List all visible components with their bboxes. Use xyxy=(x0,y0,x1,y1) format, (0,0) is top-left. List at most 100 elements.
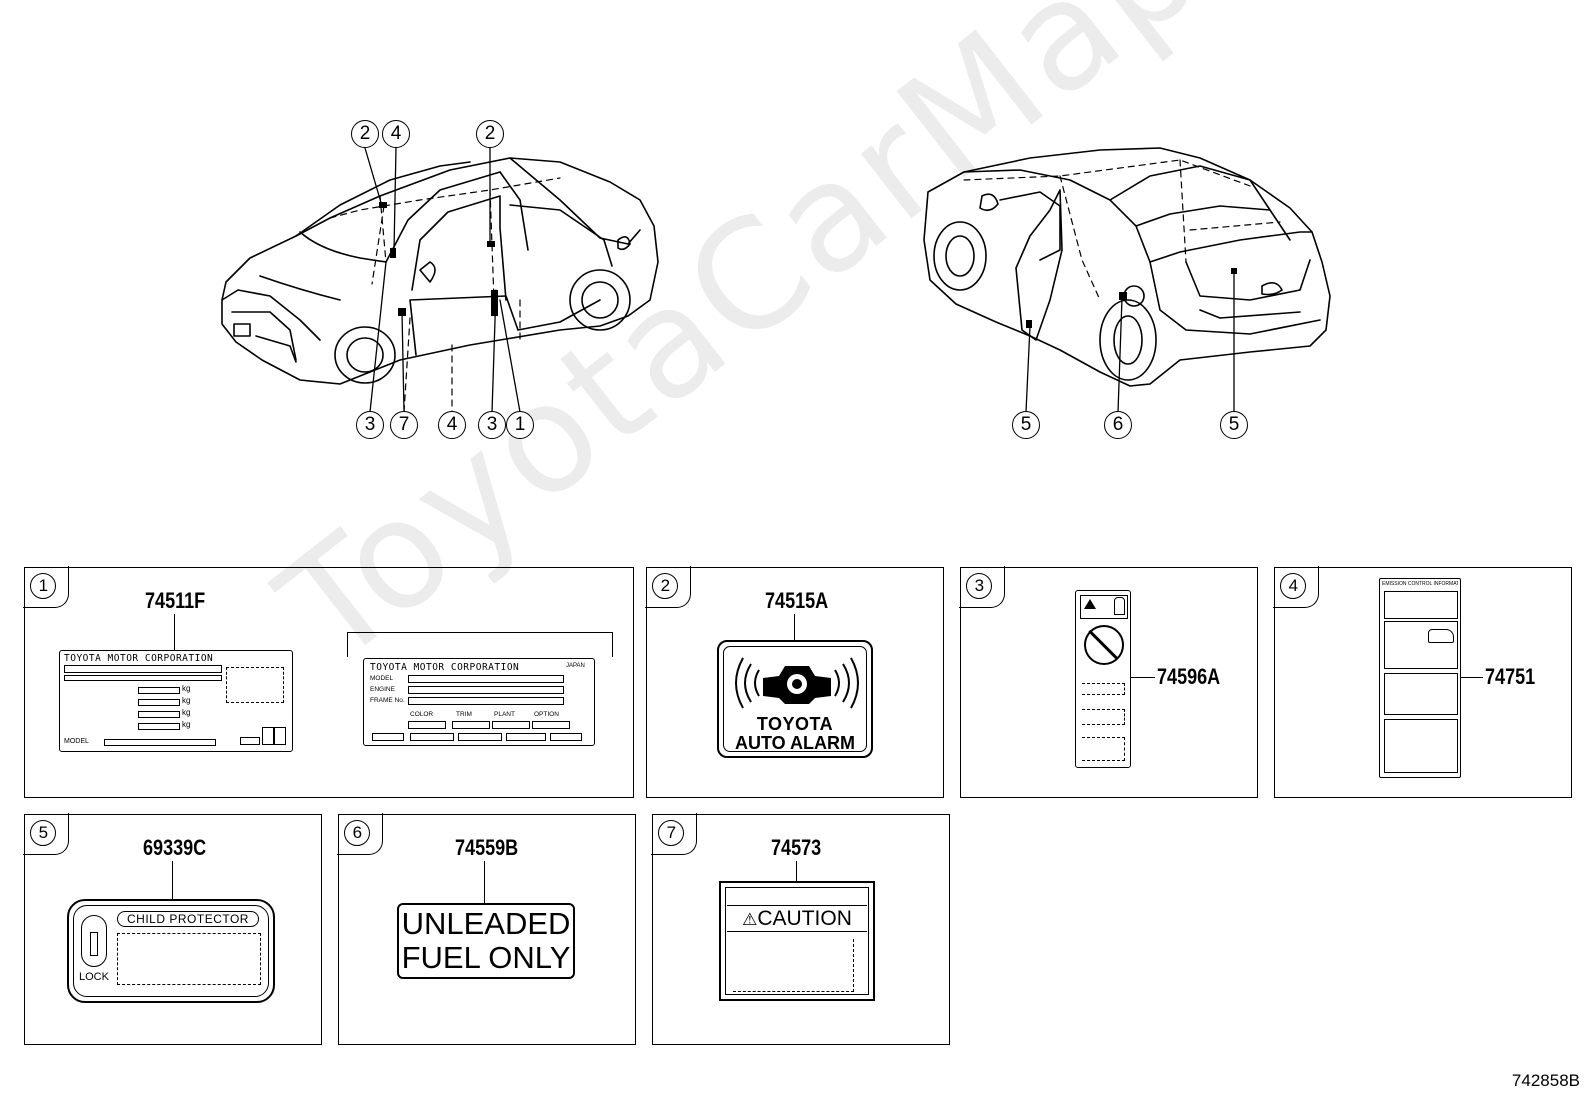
callout-2-front-b: 2 xyxy=(476,120,504,148)
plate-right-row-model: MODEL xyxy=(370,675,394,682)
plate-right-bottom-5 xyxy=(550,733,582,741)
panel-6-tab: 6 xyxy=(337,813,384,856)
plate-right-bottom-4 xyxy=(506,733,546,741)
fuel-line-1: UNLEADED xyxy=(401,906,571,941)
panel-5-tab: 5 xyxy=(23,813,70,856)
emission-block-1 xyxy=(1384,591,1458,619)
auto-alarm-inner-border xyxy=(723,646,867,752)
airbag-warning-label xyxy=(1075,590,1131,768)
plate-right-col-trim: TRIM xyxy=(456,711,472,718)
manufacturer-plate-right: TOYOTA MOTOR CORPORATION JAPAN MODEL ENG… xyxy=(363,658,595,746)
caution-top-bar xyxy=(727,889,867,906)
plate-left-unit-3: kg xyxy=(182,708,191,717)
plate-right-code-2 xyxy=(452,721,490,729)
airbag-top-box xyxy=(1080,595,1128,619)
callout-4-front-b: 4 xyxy=(438,411,466,439)
callout-1-front: 1 xyxy=(506,411,534,439)
child-protector-label: LOCK CHILD PROTECTOR xyxy=(67,899,275,1003)
child-lock-slot xyxy=(81,915,107,967)
panel-2-leader xyxy=(794,614,796,640)
caution-word: CAUTION xyxy=(757,907,852,930)
callout-5-rear-b: 5 xyxy=(1220,411,1248,439)
plate-right-code-4 xyxy=(532,721,570,729)
plate-left-unit-1: kg xyxy=(182,684,191,693)
panel-5-number: 5 xyxy=(30,820,57,847)
plate-right-field-frame xyxy=(408,697,564,705)
panel-3-leader xyxy=(1131,677,1155,679)
plate-left-unit-4: kg xyxy=(182,720,191,729)
child-protector-inner xyxy=(73,905,269,997)
callout-7-front: 7 xyxy=(390,411,418,439)
panel-3-tab: 3 xyxy=(959,566,1006,609)
plate-right-bracket xyxy=(347,632,613,657)
plate-right-bottom-3 xyxy=(458,733,502,741)
emission-title: EMISSION CONTROL INFORMATION xyxy=(1382,581,1458,587)
callout-3-front-a: 3 xyxy=(356,411,384,439)
child-lock-switch-icon xyxy=(90,932,98,956)
child-protector-title: CHILD PROTECTOR xyxy=(117,911,259,927)
plate-right-code-1 xyxy=(408,721,446,729)
airbag-warning-icon xyxy=(1084,599,1096,609)
panel-5-leader xyxy=(172,861,174,899)
car-illustrations xyxy=(221,147,1331,413)
caution-text-area xyxy=(733,939,854,992)
manufacturer-plate-left: TOYOTA MOTOR CORPORATION kg kg kg kg MOD… xyxy=(59,650,293,752)
panel-5-part-number: 69339C xyxy=(143,835,207,860)
plate-right-field-engine xyxy=(408,686,564,694)
plate-right-col-option: OPTION xyxy=(534,711,559,718)
panel-6-number: 6 xyxy=(344,820,371,847)
plate-left-title: TOYOTA MOTOR CORPORATION xyxy=(64,653,214,664)
panel-7-part-number: 74573 xyxy=(771,835,822,860)
panel-1-tab: 1 xyxy=(23,566,70,609)
child-lock-text: LOCK xyxy=(79,971,109,983)
front-car-drawing xyxy=(221,157,659,385)
panel-6-part-number: 74559B xyxy=(455,835,519,860)
plate-left-notch xyxy=(226,667,284,703)
plate-right-code-3 xyxy=(492,721,530,729)
panel-2-alarm-label: 2 74515A TOYOTA AUTO ALARM xyxy=(645,566,944,798)
panel-1-part-number: 74511F xyxy=(145,588,206,613)
plate-left-model-label: MODEL xyxy=(64,738,89,745)
callout-4-front-a: 4 xyxy=(382,120,410,148)
emission-info-label: EMISSION CONTROL INFORMATION xyxy=(1379,578,1461,778)
panel-1-vin-plate: 1 74511F TOYOTA MOTOR CORPORATION kg kg … xyxy=(23,566,634,798)
alarm-line-2: AUTO ALARM xyxy=(735,733,855,753)
airbag-text-bar-3 xyxy=(1082,737,1125,761)
plate-right-col-plant: PLANT xyxy=(494,711,515,718)
panel-4-tab: 4 xyxy=(1273,566,1320,609)
plate-left-bar-2 xyxy=(64,675,222,681)
alarm-siren-icon xyxy=(735,657,859,709)
plate-right-row-engine: ENGINE xyxy=(370,686,395,693)
panel-7-tab: 7 xyxy=(651,813,698,856)
plate-right-country: JAPAN xyxy=(566,663,585,669)
panel-7-leader xyxy=(796,861,798,881)
panel-3-airbag-label: 3 74596A xyxy=(959,566,1258,798)
callout-3-front-b: 3 xyxy=(478,411,506,439)
airbag-text-bar-2 xyxy=(1082,709,1125,725)
emission-block-4 xyxy=(1384,719,1458,773)
panel-2-part-number: 74515A xyxy=(765,588,829,613)
panel-4-leader xyxy=(1461,677,1483,679)
plate-right-row-frame: FRAME No. xyxy=(370,697,405,704)
panel-3-part-number: 74596A xyxy=(1157,664,1221,689)
airbag-text-bar-1 xyxy=(1082,683,1125,695)
callout-5-rear-a: 5 xyxy=(1012,411,1040,439)
callout-2-front-a: 2 xyxy=(351,120,379,148)
emission-block-2 xyxy=(1384,621,1458,669)
no-sign-slash xyxy=(1088,629,1119,661)
no-child-seat-icon xyxy=(1084,625,1124,665)
unleaded-fuel-label: UNLEADED FUEL ONLY xyxy=(397,903,575,979)
panel-2-number: 2 xyxy=(652,573,679,600)
panel-4-number: 4 xyxy=(1280,573,1307,600)
emission-block-3 xyxy=(1384,673,1458,715)
panel-1-number: 1 xyxy=(30,573,57,600)
panel-4-part-number: 74751 xyxy=(1485,664,1536,689)
plate-left-box-1 xyxy=(240,737,260,745)
plate-right-bottom-1 xyxy=(372,733,404,741)
plate-left-weight-2 xyxy=(138,699,180,706)
panel-6-fuel-label: 6 74559B UNLEADED FUEL ONLY xyxy=(337,813,636,1045)
alarm-line-1: TOYOTA xyxy=(756,714,834,734)
panel-7-caution-label: 7 74573 ⚠CAUTION xyxy=(651,813,950,1045)
plate-right-bottom-2 xyxy=(410,733,454,741)
rear-car-drawing xyxy=(923,147,1331,387)
